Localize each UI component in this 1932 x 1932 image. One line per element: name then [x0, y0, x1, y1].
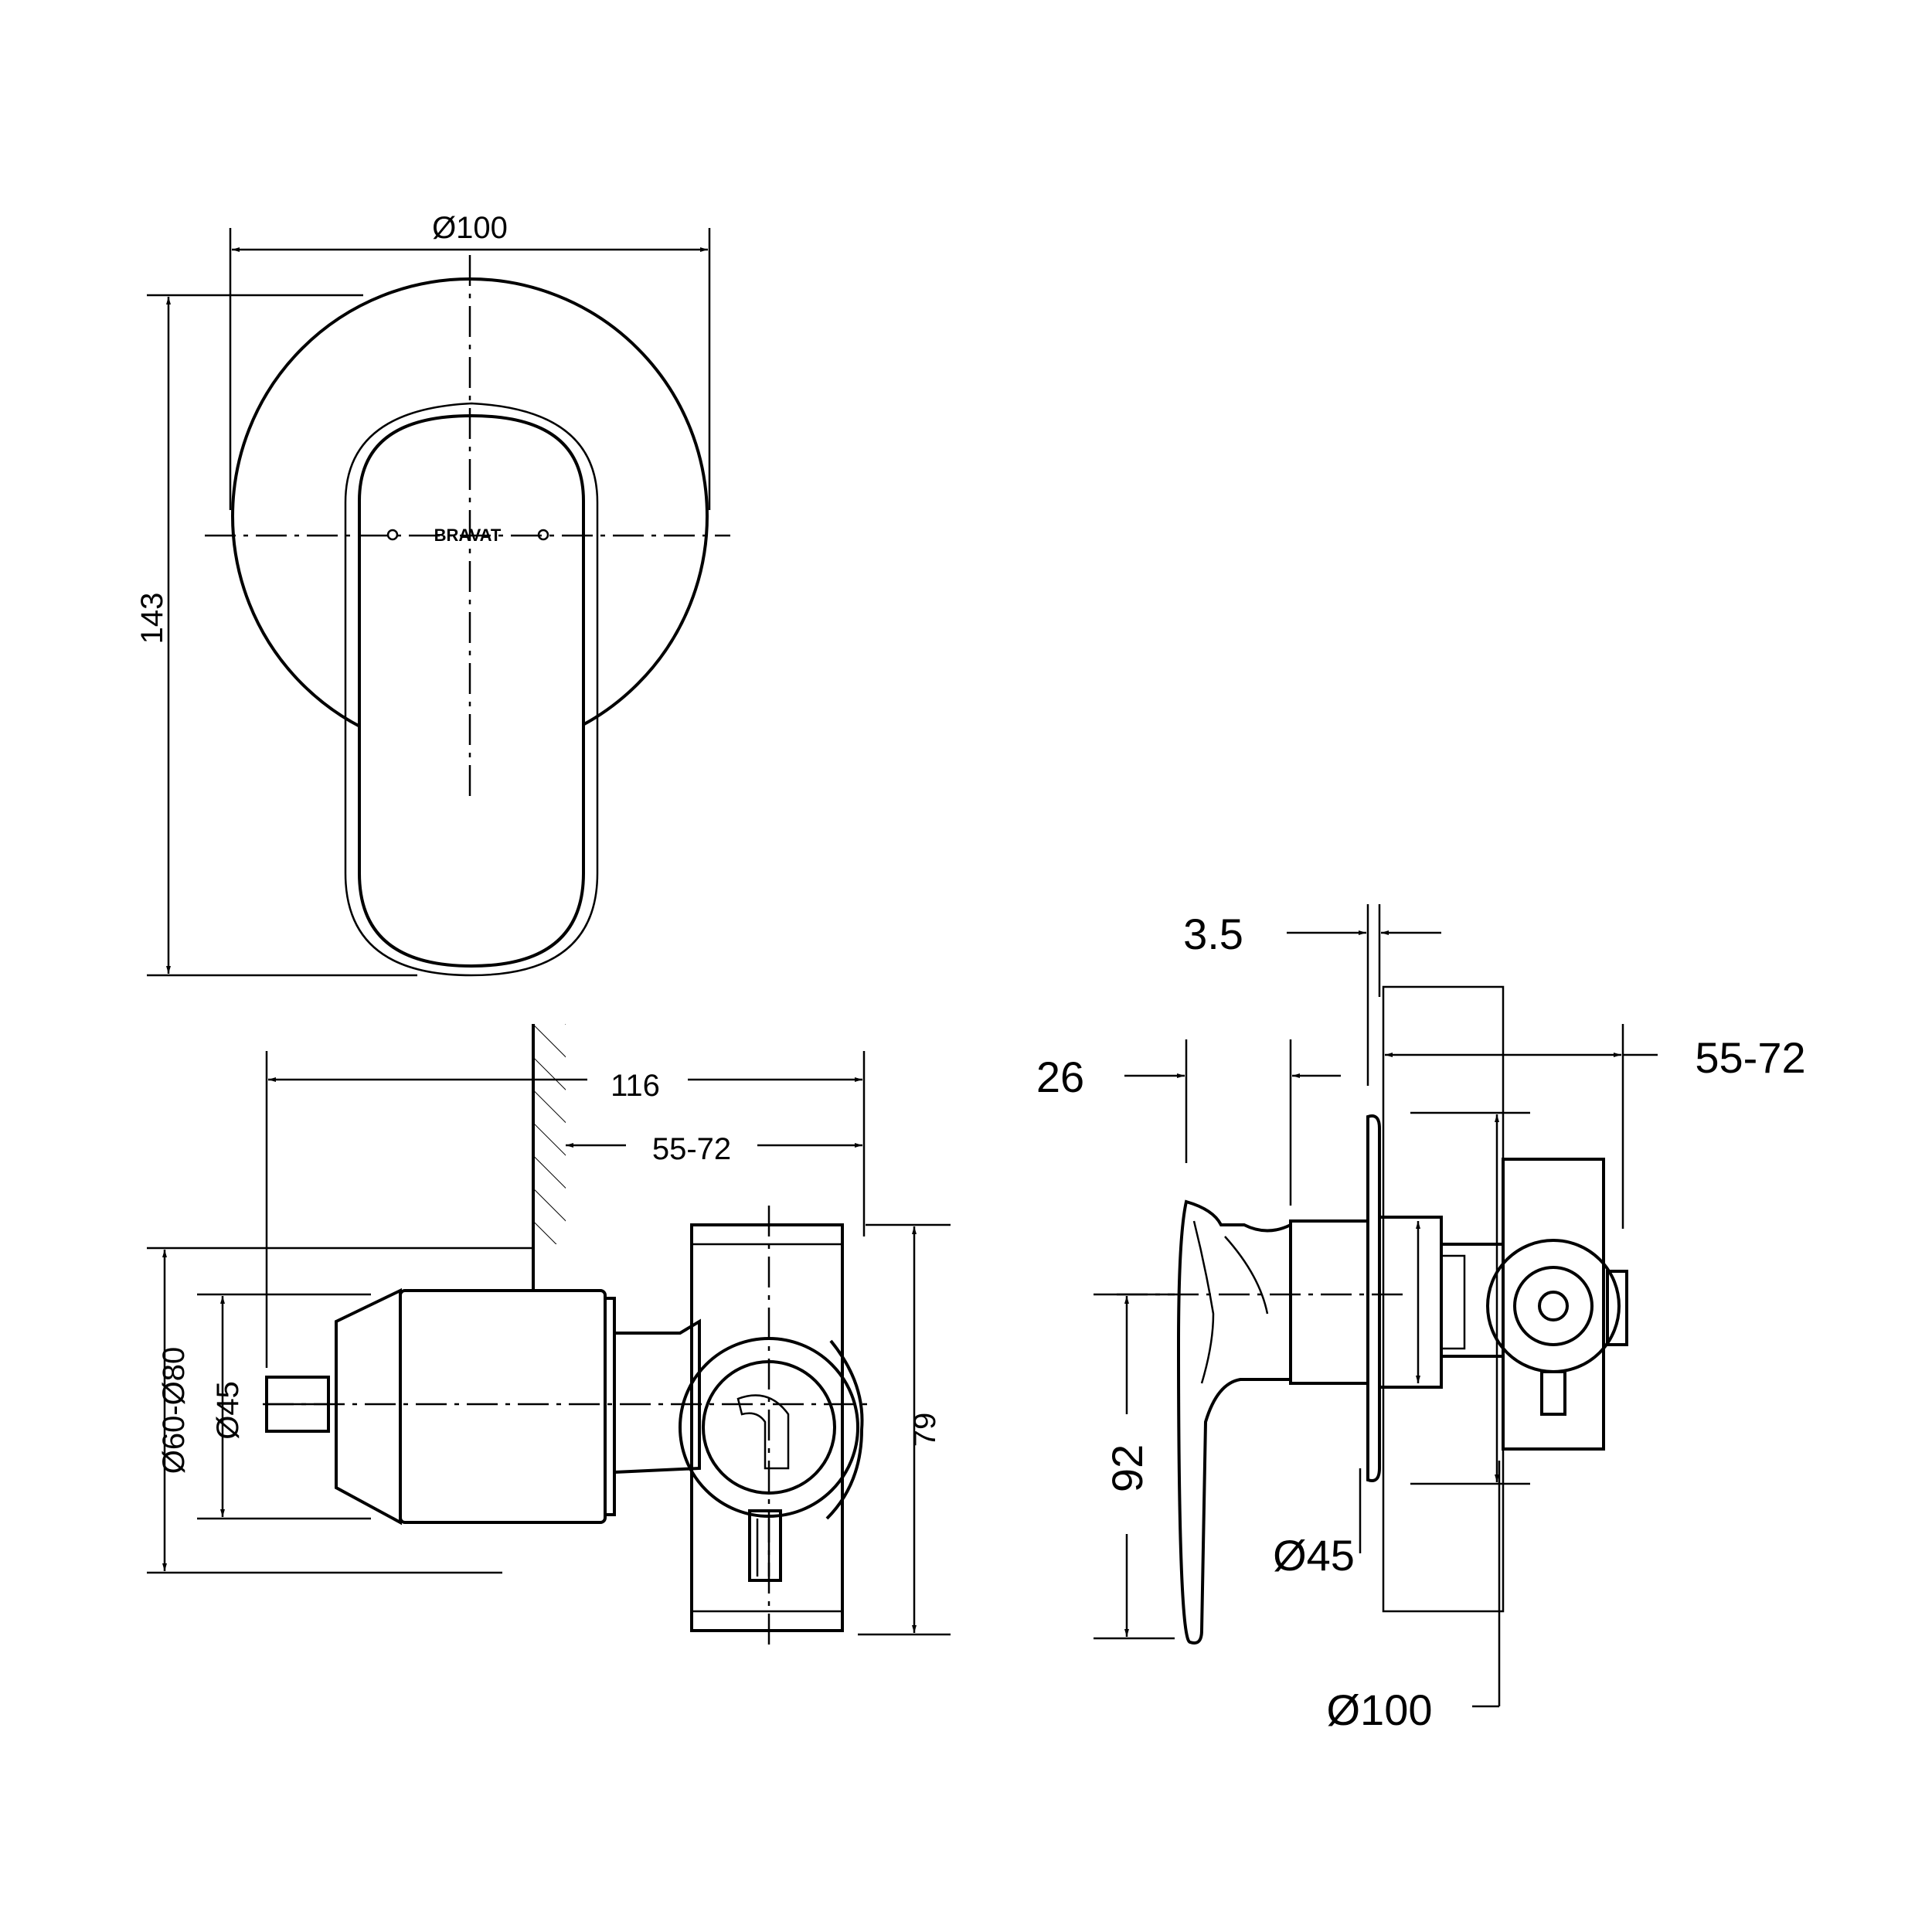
dim-plate-diameter-label: Ø100 — [1327, 1685, 1433, 1734]
dim-wall-label: 55-72 — [652, 1132, 731, 1166]
side-view-left: 116 55-72 Ø60-Ø80 Ø45 79 — [147, 1024, 951, 1646]
dim-body-right-label: Ø45 — [1273, 1531, 1355, 1580]
dim-length-label: 116 — [611, 1069, 660, 1103]
dim-pipe-range-label: Ø60-Ø80 — [157, 1347, 191, 1475]
bottom-inlet — [748, 1509, 782, 1582]
dim-height-label: 143 — [135, 593, 169, 645]
valve-lever — [736, 1394, 790, 1470]
valve-body — [690, 1223, 844, 1632]
lever-profile — [1176, 1199, 1292, 1645]
dim-plate-label: 3.5 — [1183, 910, 1243, 958]
valve-neck — [613, 1318, 701, 1475]
dim-handle-height-label: 92 — [1103, 1444, 1151, 1492]
dim-diameter-label: Ø100 — [432, 211, 508, 245]
handle-outline — [358, 413, 585, 968]
top-view: BRAVAT Ø100 143 — [135, 211, 730, 977]
wall-section — [1382, 985, 1505, 1613]
valve-port-ring — [1513, 1266, 1594, 1346]
dim-wall-right-label: 55-72 — [1695, 1033, 1805, 1082]
dim-height-79-label: 79 — [908, 1413, 942, 1447]
dim-body-label: Ø45 — [211, 1381, 245, 1440]
logo-text: BRAVAT — [434, 526, 502, 545]
valve-body-right — [1502, 1158, 1605, 1451]
body-cylinder-right — [1289, 1219, 1369, 1385]
body-cylinder — [399, 1289, 607, 1524]
valve-port-inner — [1538, 1291, 1569, 1321]
wall-hatch — [533, 1024, 566, 1244]
handle-inner-outline — [344, 402, 599, 977]
screw-left — [386, 529, 399, 541]
side-view-right: 3.5 26 55-72 92 Ø45 Ø100 — [1036, 904, 1806, 1734]
screw-right — [537, 529, 549, 541]
handle-cone — [335, 1287, 402, 1526]
dim-handle-label: 26 — [1036, 1053, 1084, 1101]
valve-port-outer — [1486, 1239, 1621, 1373]
mounting-plate — [1366, 1114, 1381, 1482]
